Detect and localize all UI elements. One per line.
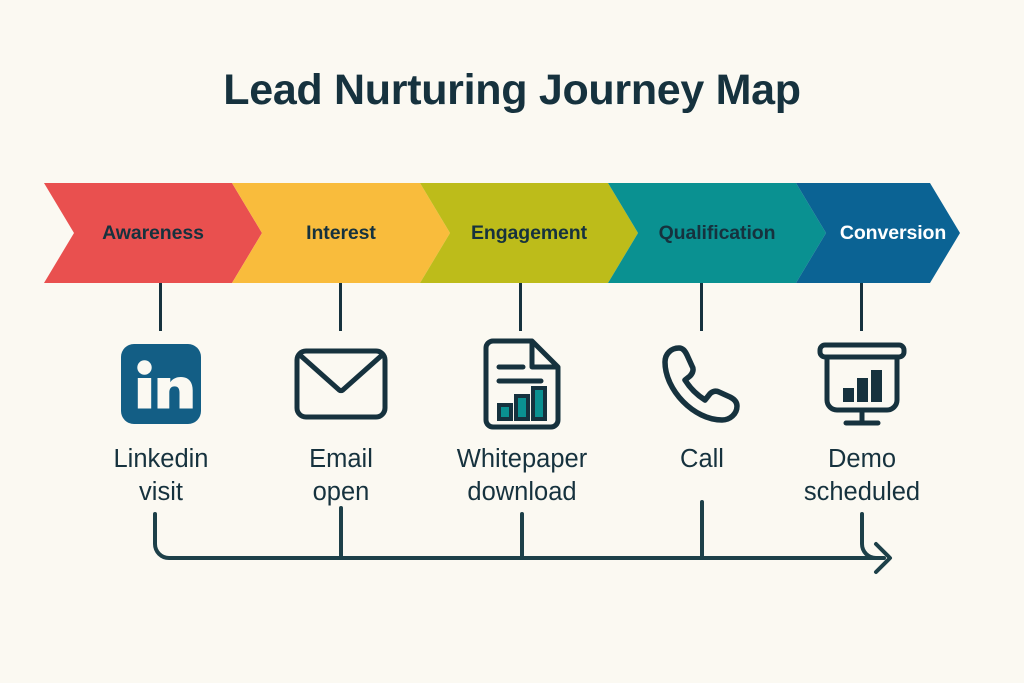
stage-item-conversion[interactable]: Conversion [796,183,990,283]
touchpoint-label-awareness-line2: visit [139,478,183,506]
presentation-chart-icon[interactable] [815,338,909,430]
touchpoint-icon-slot-conversion[interactable] [802,336,922,432]
stage-chevron-interest[interactable] [232,183,450,283]
touchpoint-label-interest-line2: open [312,478,370,506]
touchpoint-icon-slot-engagement[interactable] [462,336,582,432]
connector-stem-awareness [159,283,162,331]
stage-chevron-qualification[interactable] [608,183,826,283]
touchpoint-label-awareness-line1: Linkedin [113,445,209,473]
stage-banner: Awareness Interest Engagement Qualificat… [44,183,960,283]
connector-stem-qualification [700,283,703,331]
touchpoint-label-engagement: Whitepaper download [407,443,637,509]
connector-stem-engagement [519,283,522,331]
touchpoint-label-interest-line1: Email [309,445,373,473]
touchpoint-icon-slot-interest[interactable] [281,336,401,432]
stage-item-engagement[interactable]: Engagement [420,183,638,283]
document-chart-icon[interactable] [482,337,562,431]
touchpoint-label-conversion-line1: Demo [827,445,897,473]
stage-label-conversion: Conversion [839,221,947,244]
envelope-icon[interactable] [293,346,389,422]
page-title: Lead Nurturing Journey Map [223,66,801,114]
stage-item-qualification[interactable]: Qualification [608,183,826,283]
touchpoint-label-engagement-line2: download [467,478,577,506]
stage-label-qualification: Qualification [658,221,776,244]
stage-chevron-engagement[interactable] [420,183,638,283]
stage-label-awareness: Awareness [102,221,204,244]
phone-icon[interactable] [660,342,744,426]
stage-item-awareness[interactable]: Awareness [44,183,262,283]
connector-stem-interest [339,283,342,331]
stage-item-interest[interactable]: Interest [232,183,450,283]
touchpoint-label-qualification: Call [587,443,817,476]
touchpoint-icon-slot-awareness[interactable] [101,336,221,432]
linkedin-icon[interactable] [120,343,202,425]
arrow-right-icon [874,542,892,574]
stage-label-interest: Interest [306,221,376,244]
stage-chevron-awareness[interactable] [44,183,262,283]
stage-chevron-conversion[interactable] [796,183,960,283]
stage-label-engagement: Engagement [470,221,588,244]
touchpoint-label-conversion-line2: scheduled [803,478,921,506]
touchpoint-label-interest: Email open [226,443,456,509]
touchpoint-icon-slot-qualification[interactable] [642,336,762,432]
touchpoint-label-awareness: Linkedin visit [46,443,276,509]
touchpoint-label-conversion: Demo scheduled [747,443,977,509]
touchpoint-label-qualification-line1: Call [680,445,724,473]
touchpoint-label-engagement-line1: Whitepaper [456,445,588,473]
journey-flow-arrow [0,500,1024,590]
connector-stem-conversion [860,283,863,331]
